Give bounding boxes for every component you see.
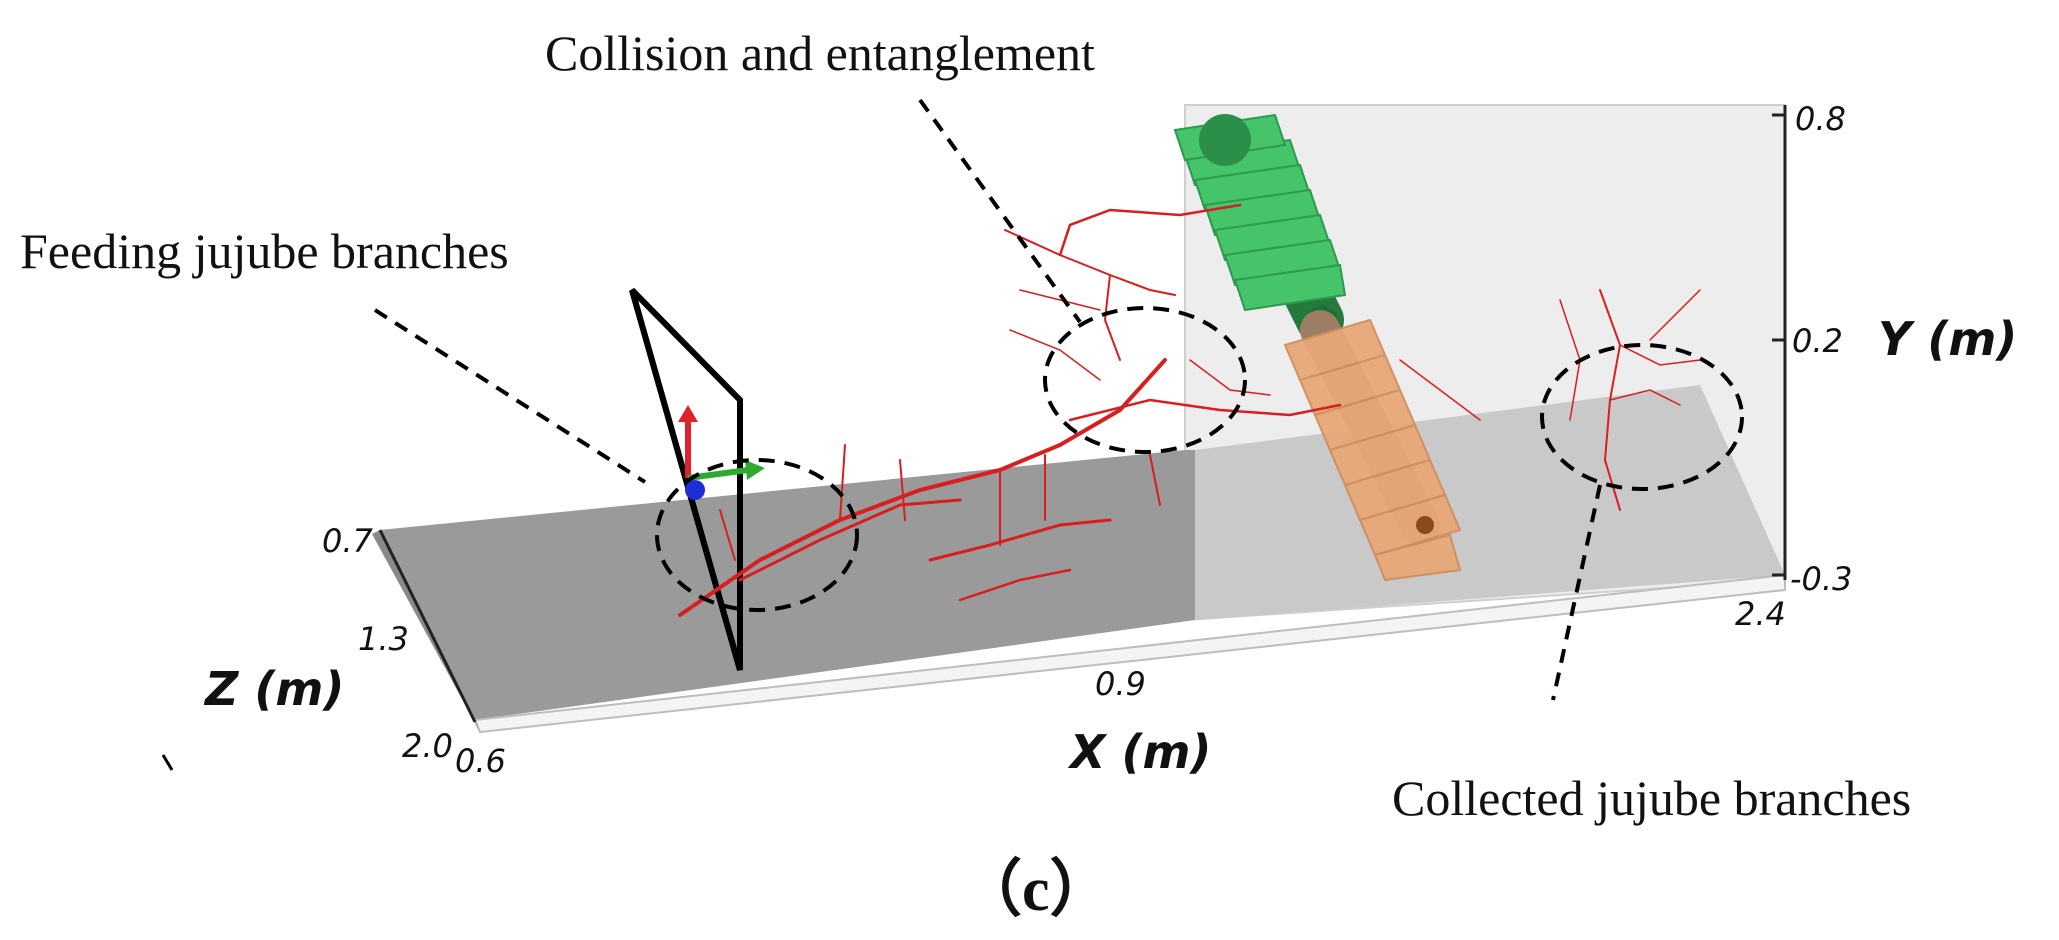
y-tick-mid: 0.2 (1792, 322, 1843, 360)
z-tick-bot: 2.0 (402, 727, 453, 765)
collected-leader-line (1551, 484, 1602, 701)
y-tick-bot: -0.3 (1790, 560, 1852, 598)
floor-edge (473, 573, 1786, 734)
collected-annotation: Collected jujube branches (1392, 770, 1911, 826)
collision-marker-circle (1043, 306, 1247, 454)
z-axis-line (378, 529, 477, 723)
floor-left-edge (372, 530, 480, 732)
z-tick-top: 0.7 (322, 522, 374, 560)
lower-roller-icon (1283, 310, 1462, 582)
z-tick-mid: 1.3 (358, 620, 409, 658)
x-tick-end: 2.4 (1735, 595, 1786, 633)
feeding-annotation: Feeding jujube branches (20, 223, 509, 279)
y-axis-label: Y (m) (1878, 312, 2017, 366)
z-axis-label: Z (m) (203, 662, 344, 716)
x-tick-start: 0.6 (455, 742, 506, 780)
panel-label: （c） (960, 854, 1112, 924)
collision-leader-line (918, 98, 1082, 324)
upper-roller-icon (1173, 113, 1347, 344)
stray-mark (161, 754, 174, 771)
x-axis-label: X (m) (1067, 725, 1211, 779)
y-tick-top: 0.8 (1795, 100, 1846, 138)
coordinate-triad-icon (678, 405, 765, 500)
floor-plane (380, 450, 1195, 720)
feeding-leader-line (373, 308, 647, 484)
collision-annotation: Collision and entanglement (545, 25, 1095, 81)
feeding-marker-circle (655, 458, 859, 612)
jujube-branches (678, 203, 1701, 617)
collected-marker-circle (1540, 343, 1744, 491)
x-tick-mid: 0.9 (1095, 665, 1146, 703)
